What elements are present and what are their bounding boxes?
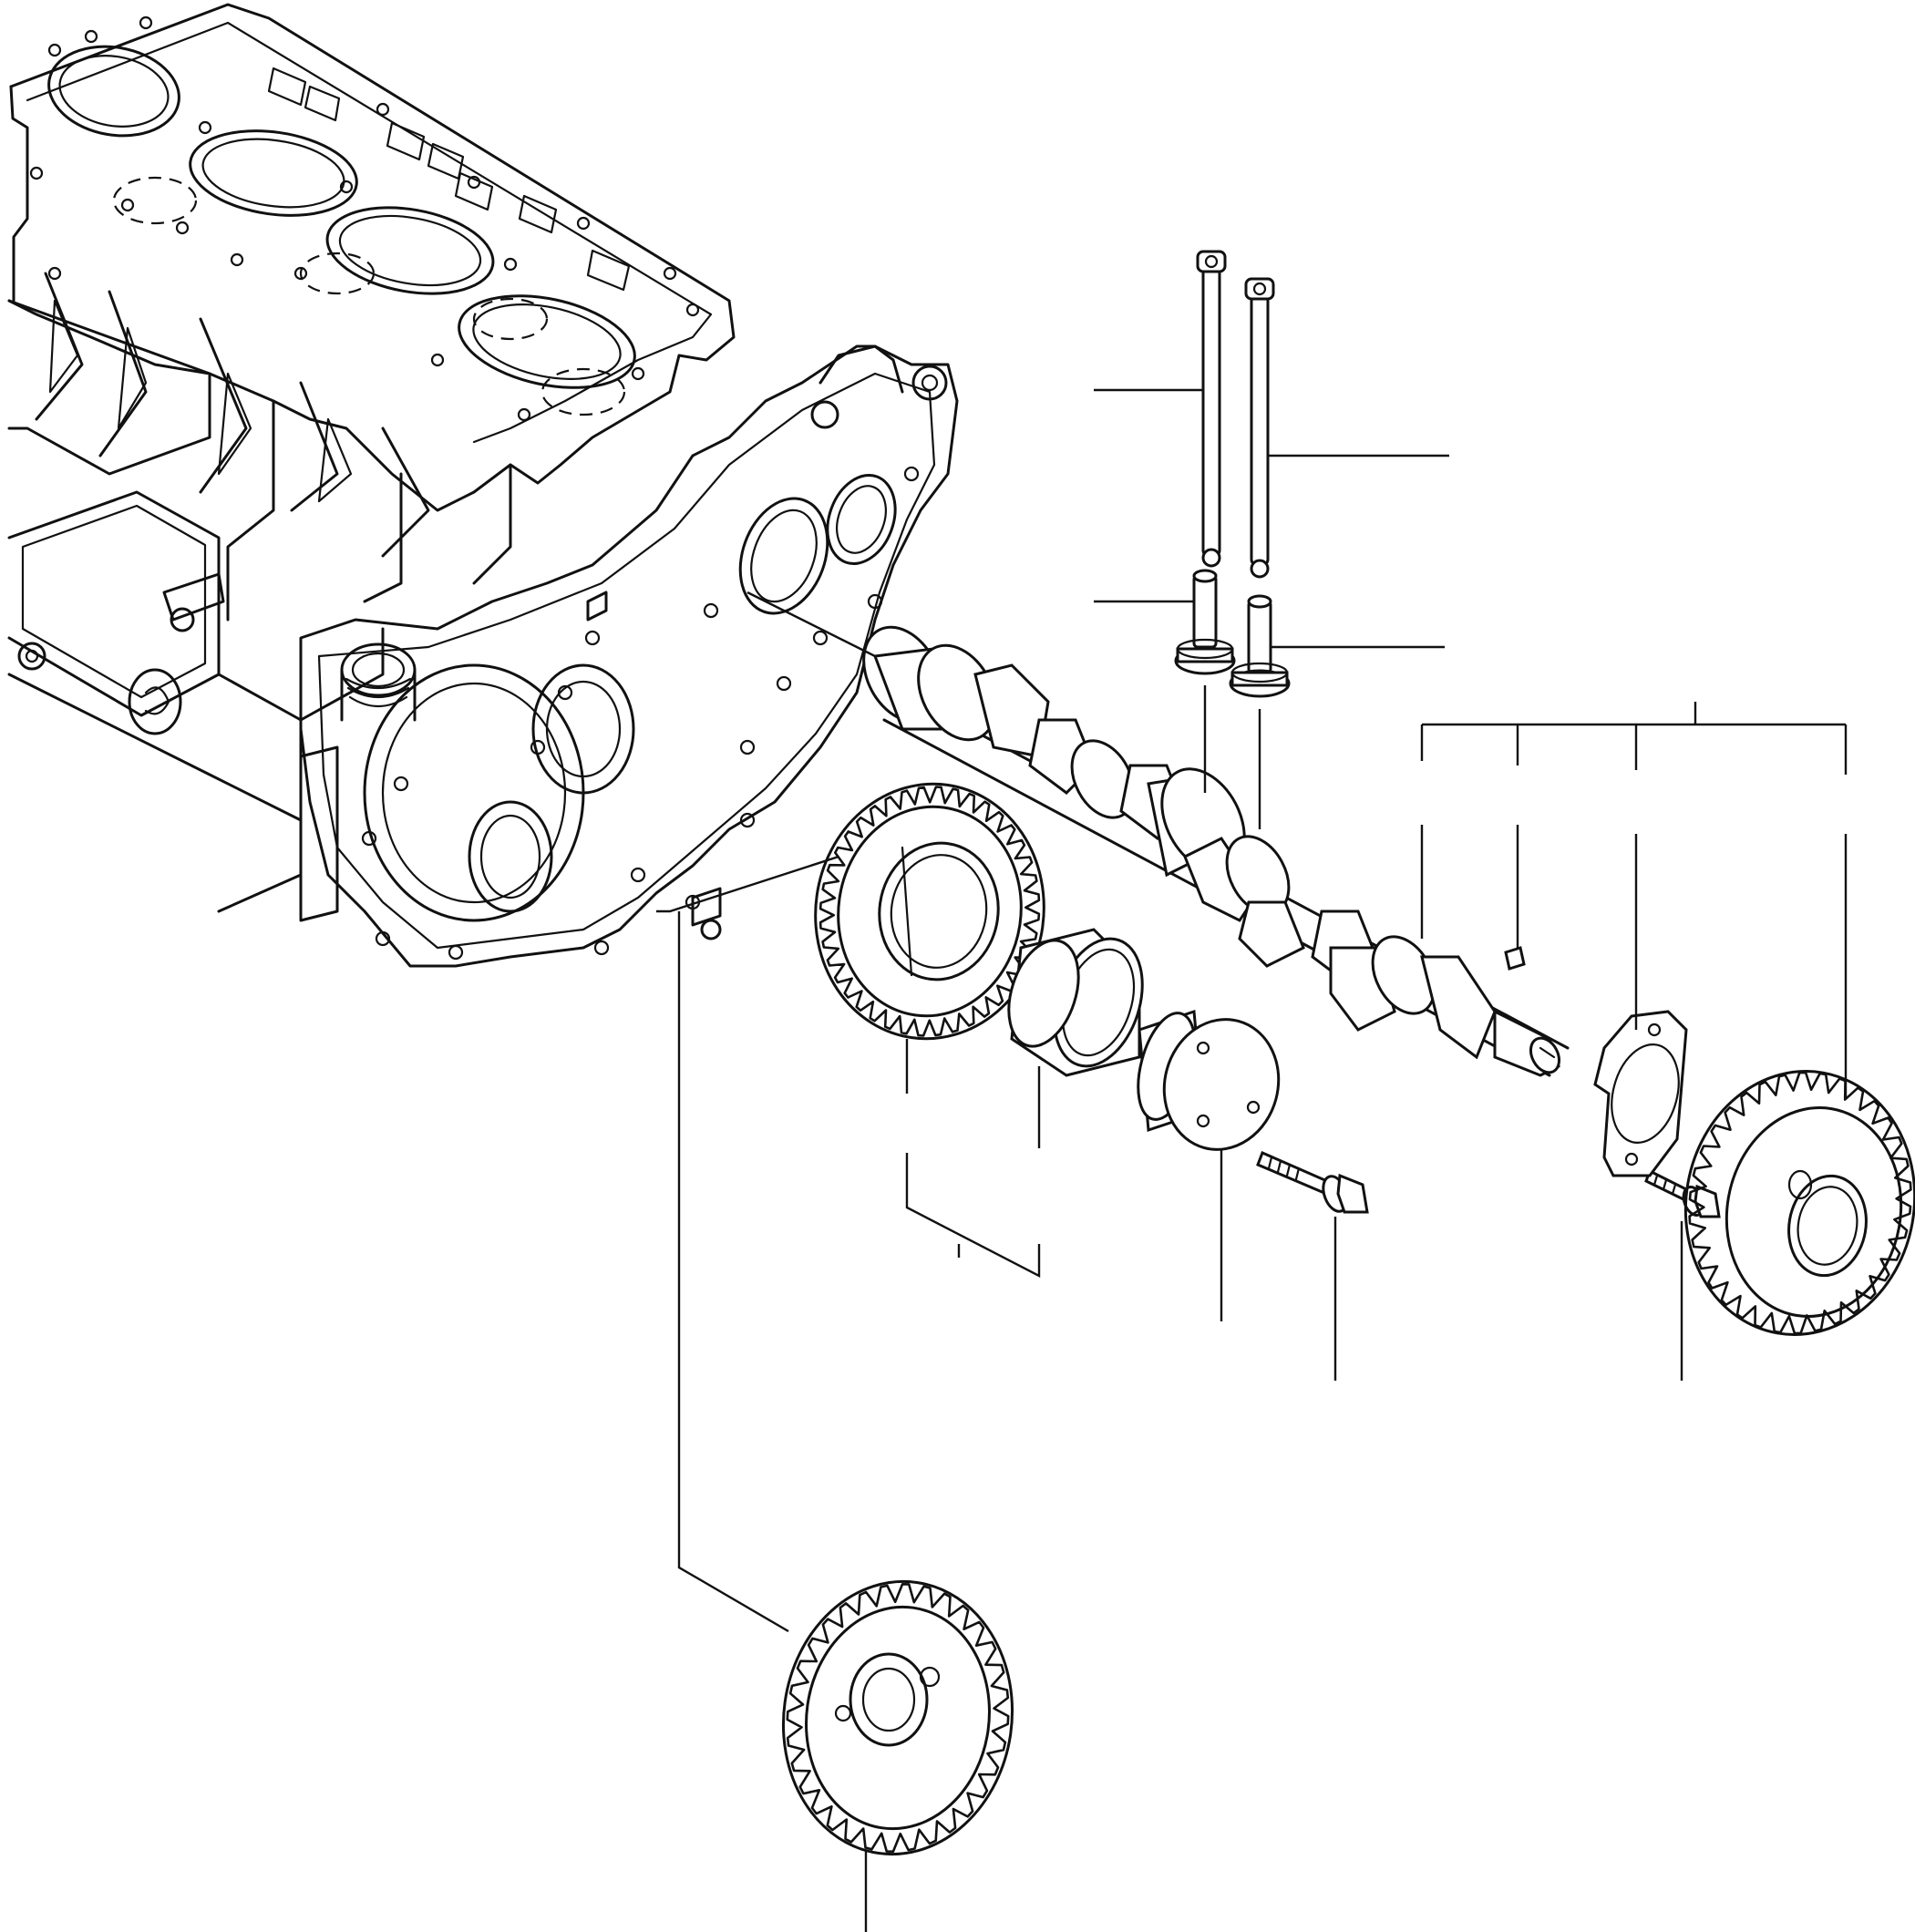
gear-teeth bbox=[786, 1583, 1010, 1853]
key bbox=[1504, 946, 1526, 971]
valve-tappets bbox=[1174, 569, 1291, 698]
cylinder-block bbox=[7, 3, 959, 968]
idler-shaft bbox=[1137, 1009, 1281, 1151]
bolt-1 bbox=[1256, 1150, 1369, 1214]
camshaft bbox=[862, 625, 1570, 1077]
bushing bbox=[1007, 928, 1144, 1077]
camshaft-gear bbox=[1683, 1070, 1915, 1336]
gear-teeth bbox=[819, 786, 1041, 1037]
thrust-plate bbox=[1593, 1010, 1688, 1177]
leader-lines bbox=[656, 388, 1848, 1932]
bolt-2 bbox=[1644, 1168, 1721, 1218]
push-rods bbox=[1196, 250, 1275, 579]
tappet-2 bbox=[1229, 594, 1291, 698]
push-rod-1 bbox=[1196, 250, 1227, 568]
tappet-1 bbox=[1174, 569, 1236, 675]
idler-gear bbox=[814, 782, 1045, 1041]
gear-teeth bbox=[1688, 1071, 1912, 1335]
push-rod-2 bbox=[1244, 277, 1275, 579]
crankshaft-gear bbox=[781, 1579, 1014, 1856]
